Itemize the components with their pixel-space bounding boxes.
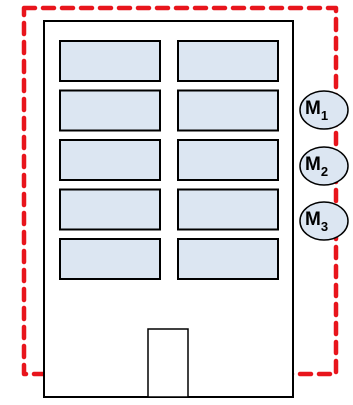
- window: [177, 89, 279, 132]
- marker-m2-letter: M: [305, 154, 321, 175]
- marker-m3-label: M3: [305, 209, 328, 234]
- marker-m1: M1: [299, 90, 349, 130]
- marker-m1-subscript: 1: [321, 108, 328, 123]
- marker-m2-ellipse: [299, 146, 349, 186]
- window: [59, 238, 161, 280]
- window: [177, 40, 279, 82]
- marker-group: M1 M2 M3: [299, 90, 349, 241]
- window: [177, 188, 279, 231]
- window: [59, 188, 161, 231]
- window: [59, 139, 161, 181]
- window: [177, 238, 279, 280]
- door: [147, 328, 189, 398]
- marker-m2-label: M2: [305, 154, 328, 179]
- window-grid: [59, 40, 279, 280]
- marker-m2-subscript: 2: [321, 164, 328, 179]
- window: [59, 89, 161, 132]
- marker-m1-letter: M: [305, 98, 321, 119]
- marker-m1-ellipse: [299, 90, 349, 130]
- window: [59, 40, 161, 82]
- marker-m3-letter: M: [305, 209, 321, 230]
- marker-m2: M2: [299, 146, 349, 186]
- marker-m3-subscript: 3: [321, 219, 328, 234]
- window: [177, 139, 279, 181]
- marker-m3-ellipse: [299, 201, 349, 241]
- marker-m3: M3: [299, 201, 349, 241]
- marker-m1-label: M1: [305, 98, 328, 123]
